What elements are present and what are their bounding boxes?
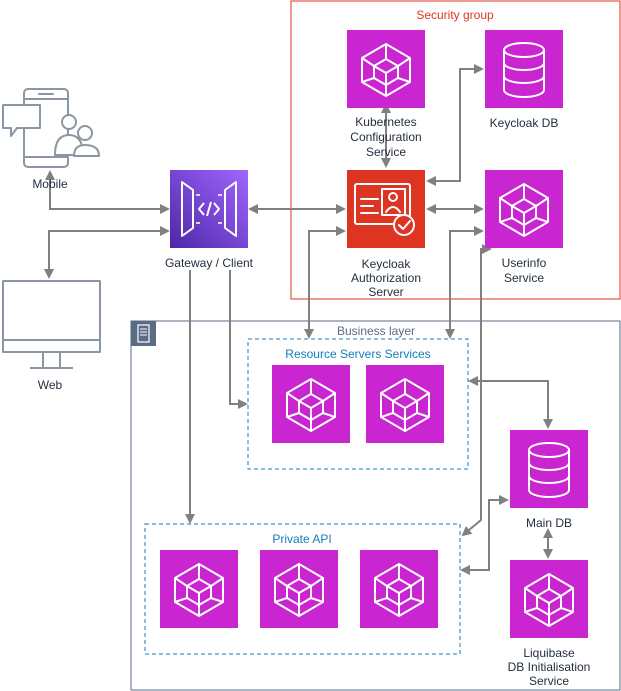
- connector-gateway-resource: [229, 270, 248, 409]
- connector-userinfo-privateapi: [461, 244, 492, 537]
- connector-privateapi-maindb: [460, 495, 509, 575]
- gateway-label: Gateway / Client: [165, 256, 254, 270]
- monitor-icon: [2, 280, 101, 369]
- main-db-label: Main DB: [526, 516, 572, 530]
- resource-servers-label: Resource Servers Services: [285, 347, 430, 361]
- keycloak-node: Keycloak Authorization Server: [347, 170, 425, 299]
- gateway-node: Gateway / Client: [165, 170, 254, 270]
- mobile-node: Mobile: [2, 88, 100, 191]
- api-gateway-icon: [181, 181, 237, 237]
- kubernetes-label-3: Service: [366, 145, 406, 159]
- private-api-service-3: [360, 550, 438, 628]
- main-db-node: Main DB: [510, 430, 588, 530]
- kubernetes-config-node: Kubernetes Configuration Service: [347, 30, 425, 159]
- userinfo-label-2: Service: [504, 271, 544, 285]
- server-rack-icon: [131, 321, 156, 346]
- userinfo-node: Userinfo Service: [485, 170, 563, 285]
- userinfo-label-1: Userinfo: [502, 256, 547, 270]
- security-group-label: Security group: [416, 8, 494, 22]
- identity-card-icon: [354, 183, 415, 236]
- web-node: Web: [2, 280, 101, 392]
- mobile-label: Mobile: [32, 177, 68, 191]
- resource-service-1: [272, 365, 350, 443]
- connector-keycloak-resource: [304, 226, 346, 339]
- connector-userinfo-resource: [445, 226, 484, 339]
- liquibase-label-3: Service: [529, 674, 569, 688]
- keycloak-db-node: Keycloak DB: [485, 30, 563, 130]
- private-api-group: Private API: [144, 523, 461, 655]
- kubernetes-label-2: Configuration: [350, 130, 421, 144]
- keycloak-label-1: Keycloak: [362, 257, 412, 271]
- web-label: Web: [38, 378, 63, 392]
- private-api-label: Private API: [272, 532, 331, 546]
- connectors: [44, 64, 553, 575]
- mobile-users-icon: [2, 88, 100, 168]
- kubernetes-label-1: Kubernetes: [355, 115, 416, 129]
- business-layer-group: Business layer: [130, 320, 621, 691]
- connector-mobile-gateway: [45, 170, 170, 214]
- liquibase-label-1: Liquibase: [523, 646, 575, 660]
- liquibase-label-2: DB Initialisation: [508, 660, 591, 674]
- private-api-service-2: [260, 550, 338, 628]
- connector-resource-maindb: [468, 376, 553, 429]
- liquibase-node: Liquibase DB Initialisation Service: [508, 560, 591, 688]
- business-layer-label: Business layer: [337, 324, 415, 338]
- keycloak-label-3: Server: [368, 285, 403, 299]
- keycloak-label-2: Authorization: [351, 271, 421, 285]
- keycloak-db-label: Keycloak DB: [490, 116, 559, 130]
- connector-web-gateway: [44, 226, 170, 279]
- resource-servers-group: Resource Servers Services: [247, 338, 469, 470]
- security-group: Security group: [290, 0, 621, 300]
- resource-service-2: [366, 365, 444, 443]
- connector-keycloak-keycloakdb: [426, 64, 484, 186]
- private-api-service-1: [160, 550, 238, 628]
